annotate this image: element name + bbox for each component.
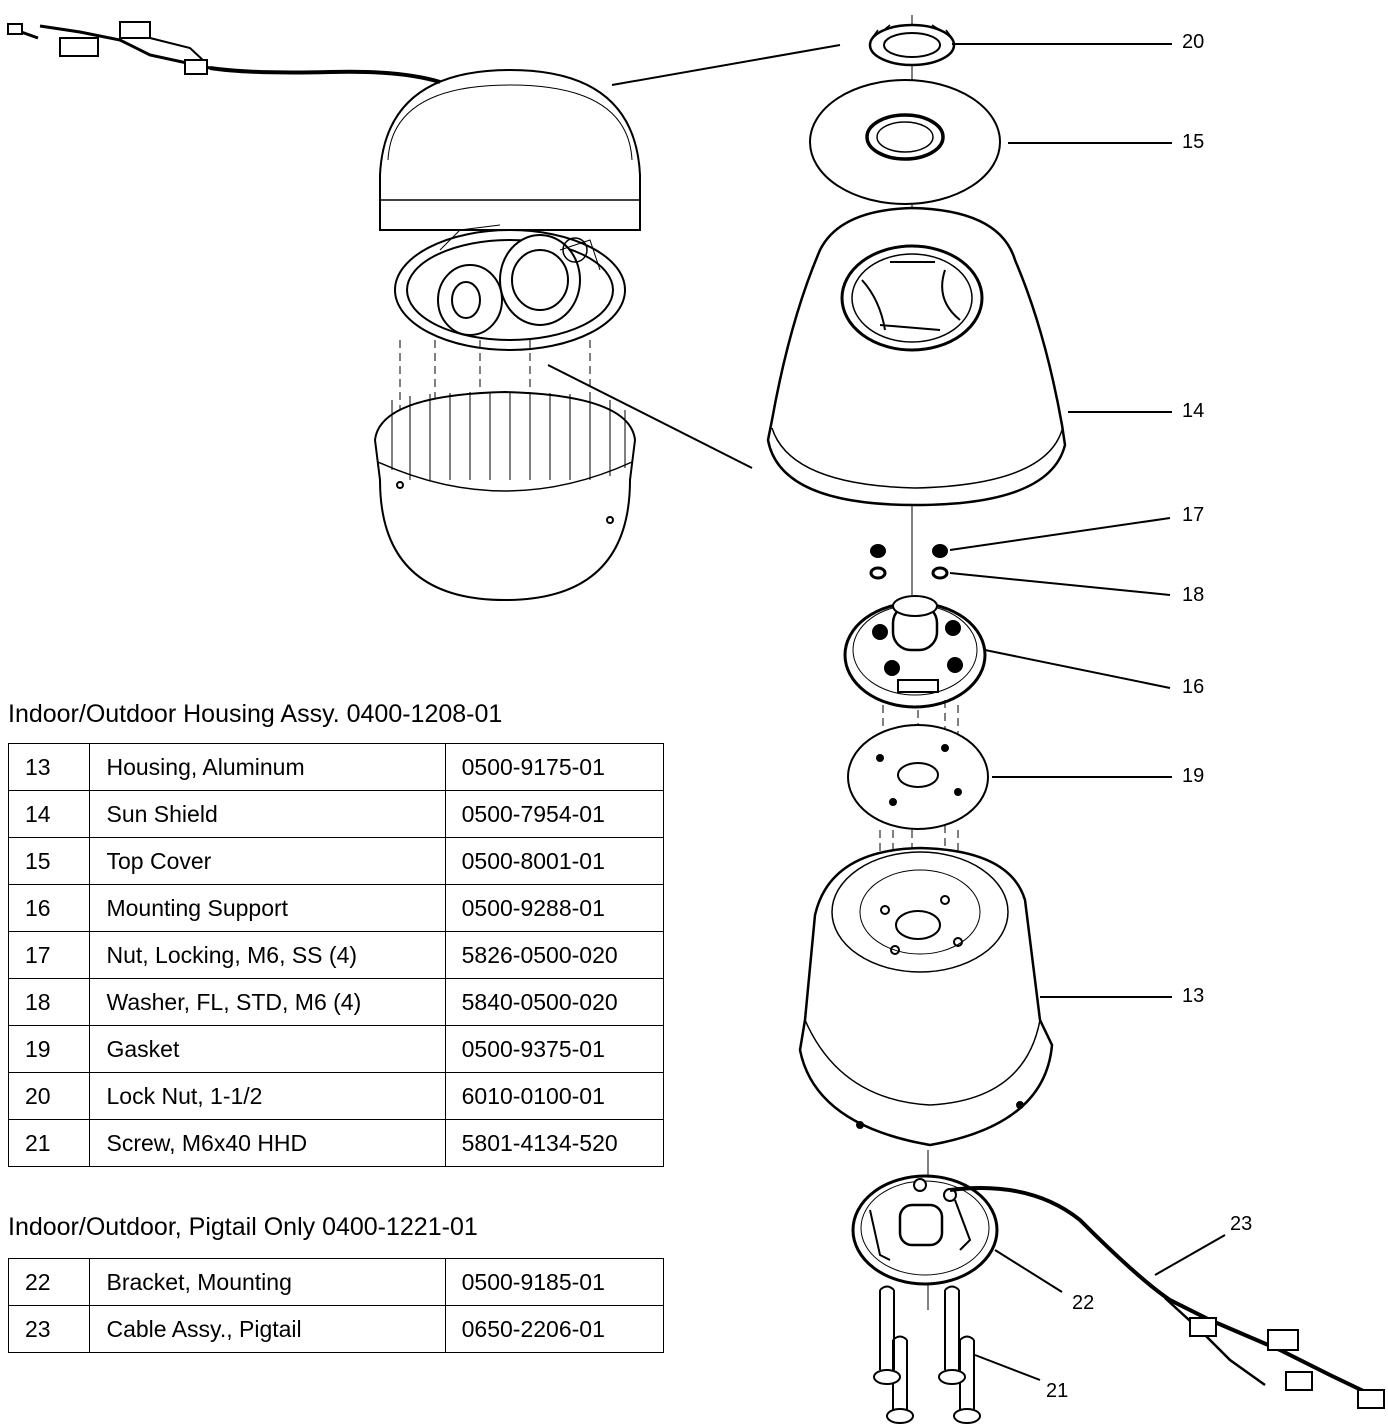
table-row: 19 Gasket 0500-9375-01 <box>7 1025 665 1073</box>
callout-14: 14 <box>1182 400 1205 422</box>
part-cable-pigtail <box>949 1186 1385 1409</box>
pigtail-parts-table: 22 Bracket, Mounting 0500-9185-01 23 Cab… <box>7 1258 665 1353</box>
part-sun-shield <box>766 206 1067 507</box>
callout-23: 23 <box>1230 1213 1253 1235</box>
part-number: 5826-0500-020 <box>444 931 665 979</box>
item-description: Sun Shield <box>89 790 446 838</box>
item-description: Top Cover <box>89 837 446 885</box>
item-number: 23 <box>7 1305 91 1353</box>
item-description: Washer, FL, STD, M6 (4) <box>89 978 446 1026</box>
table-row: 22 Bracket, Mounting 0500-9185-01 <box>7 1258 665 1306</box>
item-number: 13 <box>7 743 91 791</box>
table-row: 18 Washer, FL, STD, M6 (4) 5840-0500-020 <box>7 978 665 1026</box>
callout-13: 13 <box>1182 985 1205 1007</box>
table-row: 20 Lock Nut, 1-1/2 6010-0100-01 <box>7 1072 665 1120</box>
item-description: Screw, M6x40 HHD <box>89 1119 446 1167</box>
part-bracket-mounting <box>851 1174 999 1286</box>
part-number: 0500-9175-01 <box>444 743 665 791</box>
item-description: Housing, Aluminum <box>89 743 446 791</box>
item-number: 18 <box>7 978 91 1026</box>
callout-17: 17 <box>1182 504 1205 526</box>
item-number: 17 <box>7 931 91 979</box>
item-number: 15 <box>7 837 91 885</box>
pigtail-assy-title: Indoor/Outdoor, Pigtail Only 0400-1221-0… <box>8 1213 478 1241</box>
callout-18: 18 <box>1182 584 1205 606</box>
item-number: 14 <box>7 790 91 838</box>
table-row: 15 Top Cover 0500-8001-01 <box>7 837 665 885</box>
part-number: 0500-8001-01 <box>444 837 665 885</box>
part-housing-aluminum <box>798 846 1054 1147</box>
item-description: Cable Assy., Pigtail <box>89 1305 446 1353</box>
item-description: Nut, Locking, M6, SS (4) <box>89 931 446 979</box>
leader-line-top <box>611 44 841 86</box>
part-top-cover <box>809 79 1001 205</box>
housing-assy-title: Indoor/Outdoor Housing Assy. 0400-1208-0… <box>8 700 503 728</box>
callout-16: 16 <box>1182 676 1205 698</box>
item-description: Mounting Support <box>89 884 446 932</box>
part-number: 0500-9185-01 <box>444 1258 665 1306</box>
part-gasket <box>847 724 989 830</box>
part-number: 0500-7954-01 <box>444 790 665 838</box>
part-locking-nuts <box>869 544 949 580</box>
leader-line-bottom <box>547 364 753 469</box>
item-description: Lock Nut, 1-1/2 <box>89 1072 446 1120</box>
callout-19: 19 <box>1182 765 1205 787</box>
part-screws <box>873 1285 981 1424</box>
item-description: Gasket <box>89 1025 446 1073</box>
table-row: 14 Sun Shield 0500-7954-01 <box>7 790 665 838</box>
part-number: 0500-9288-01 <box>444 884 665 932</box>
callout-15: 15 <box>1182 131 1205 153</box>
table-row: 23 Cable Assy., Pigtail 0650-2206-01 <box>7 1305 665 1353</box>
part-number: 0500-9375-01 <box>444 1025 665 1073</box>
table-row: 13 Housing, Aluminum 0500-9175-01 <box>7 743 665 791</box>
table-row: 21 Screw, M6x40 HHD 5801-4134-520 <box>7 1119 665 1167</box>
part-mounting-support <box>843 595 987 709</box>
housing-parts-table: 13 Housing, Aluminum 0500-9175-01 14 Sun… <box>7 743 665 1167</box>
item-description: Bracket, Mounting <box>89 1258 446 1306</box>
callout-21: 21 <box>1046 1380 1069 1402</box>
table-row: 17 Nut, Locking, M6, SS (4) 5826-0500-02… <box>7 931 665 979</box>
part-lock-nut <box>868 23 956 67</box>
item-number: 21 <box>7 1119 91 1167</box>
item-number: 20 <box>7 1072 91 1120</box>
item-number: 22 <box>7 1258 91 1306</box>
callout-20: 20 <box>1182 31 1205 53</box>
assembled-dome-camera <box>7 21 641 602</box>
item-number: 19 <box>7 1025 91 1073</box>
callout-leaders <box>949 43 1226 1381</box>
table-row: 16 Mounting Support 0500-9288-01 <box>7 884 665 932</box>
callout-22: 22 <box>1072 1292 1095 1314</box>
part-number: 5840-0500-020 <box>444 978 665 1026</box>
part-number: 6010-0100-01 <box>444 1072 665 1120</box>
part-number: 0650-2206-01 <box>444 1305 665 1353</box>
item-number: 16 <box>7 884 91 932</box>
part-number: 5801-4134-520 <box>444 1119 665 1167</box>
